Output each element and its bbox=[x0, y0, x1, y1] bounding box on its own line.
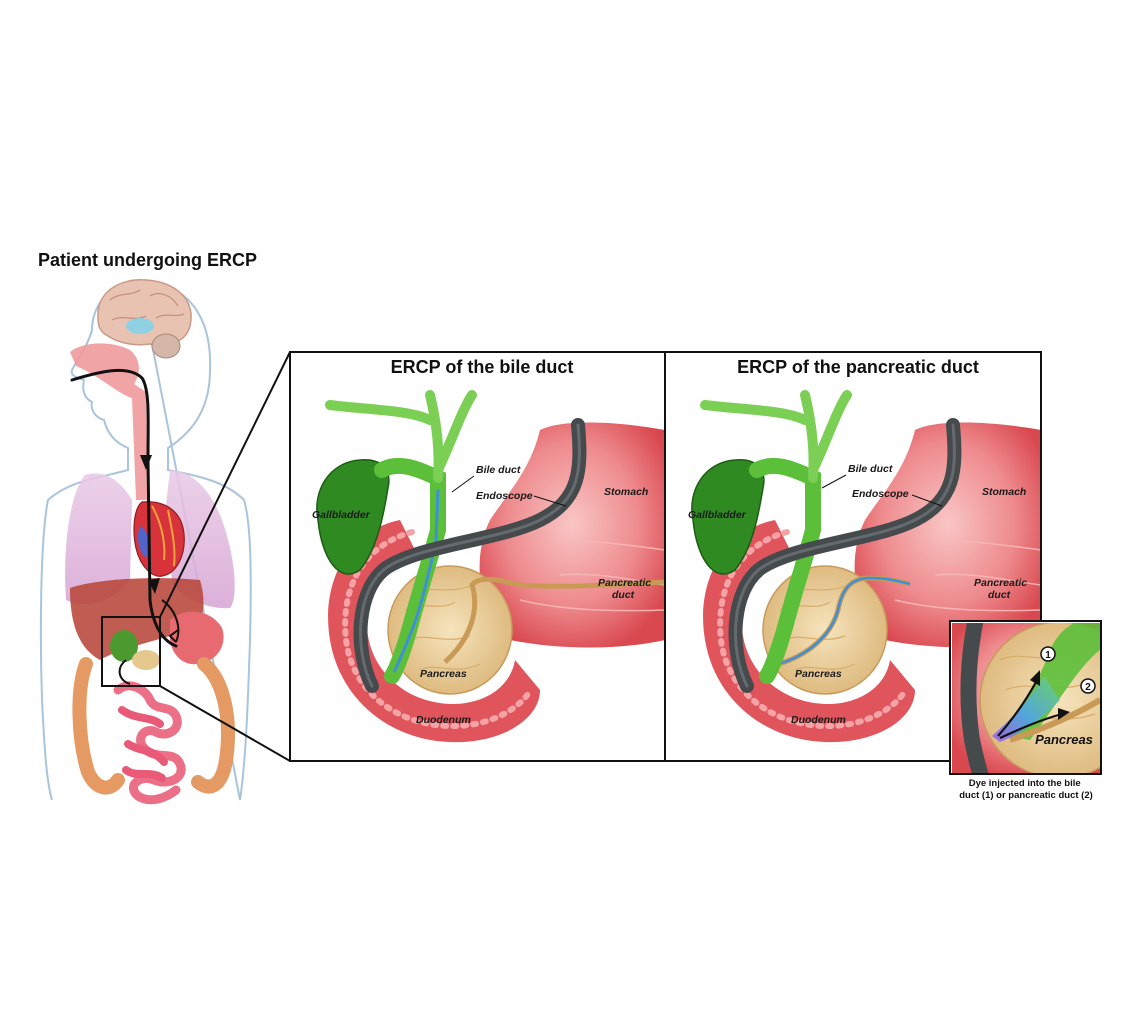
patient-focus-box bbox=[101, 616, 161, 687]
label-endoscope: Endoscope bbox=[852, 488, 909, 500]
patient-body bbox=[39, 279, 252, 805]
panel-title: ERCP of the bile duct bbox=[391, 357, 574, 377]
label-duodenum: Duodenum bbox=[416, 714, 471, 726]
label-bile-duct: Bile duct bbox=[476, 464, 521, 476]
panel-pancreatic-duct: ERCP of the pancreatic duct Gallbladder … bbox=[664, 351, 1042, 762]
marker-2-circle bbox=[1080, 678, 1096, 694]
label-duodenum: Duodenum bbox=[791, 714, 846, 726]
inset-label-pancreas: Pancreas bbox=[1035, 732, 1093, 747]
inset-caption: Dye injected into the bile duct (1) or p… bbox=[959, 778, 1093, 801]
gallbladder-shape bbox=[316, 459, 390, 575]
label-pancreas: Pancreas bbox=[795, 668, 842, 680]
label-endoscope: Endoscope bbox=[476, 490, 533, 502]
marker-1: 1 bbox=[1045, 650, 1051, 661]
patient-title: Patient undergoing ERCP bbox=[38, 250, 257, 270]
stomach-shape bbox=[479, 422, 665, 648]
label-pancreas: Pancreas bbox=[420, 668, 467, 680]
marker-1-circle bbox=[1040, 646, 1056, 662]
label-stomach: Stomach bbox=[982, 486, 1026, 498]
marker-2: 2 bbox=[1085, 682, 1091, 693]
zoom-line-bottom bbox=[159, 685, 291, 762]
inset-dye-injection: 1 2 Pancreas Dye injected into the bile … bbox=[949, 620, 1102, 801]
label-gallbladder: Gallbladder bbox=[312, 509, 371, 521]
label-bile-duct: Bile duct bbox=[848, 463, 893, 475]
label-stomach: Stomach bbox=[604, 486, 648, 498]
label-gallbladder: Gallbladder bbox=[688, 509, 747, 521]
panel-bile-duct: ERCP of the bile duct Gallbladder Bile d… bbox=[289, 351, 666, 762]
zoom-line-top bbox=[159, 351, 291, 618]
patient-endoscope-path bbox=[70, 368, 180, 685]
panel-title: ERCP of the pancreatic duct bbox=[737, 357, 979, 377]
